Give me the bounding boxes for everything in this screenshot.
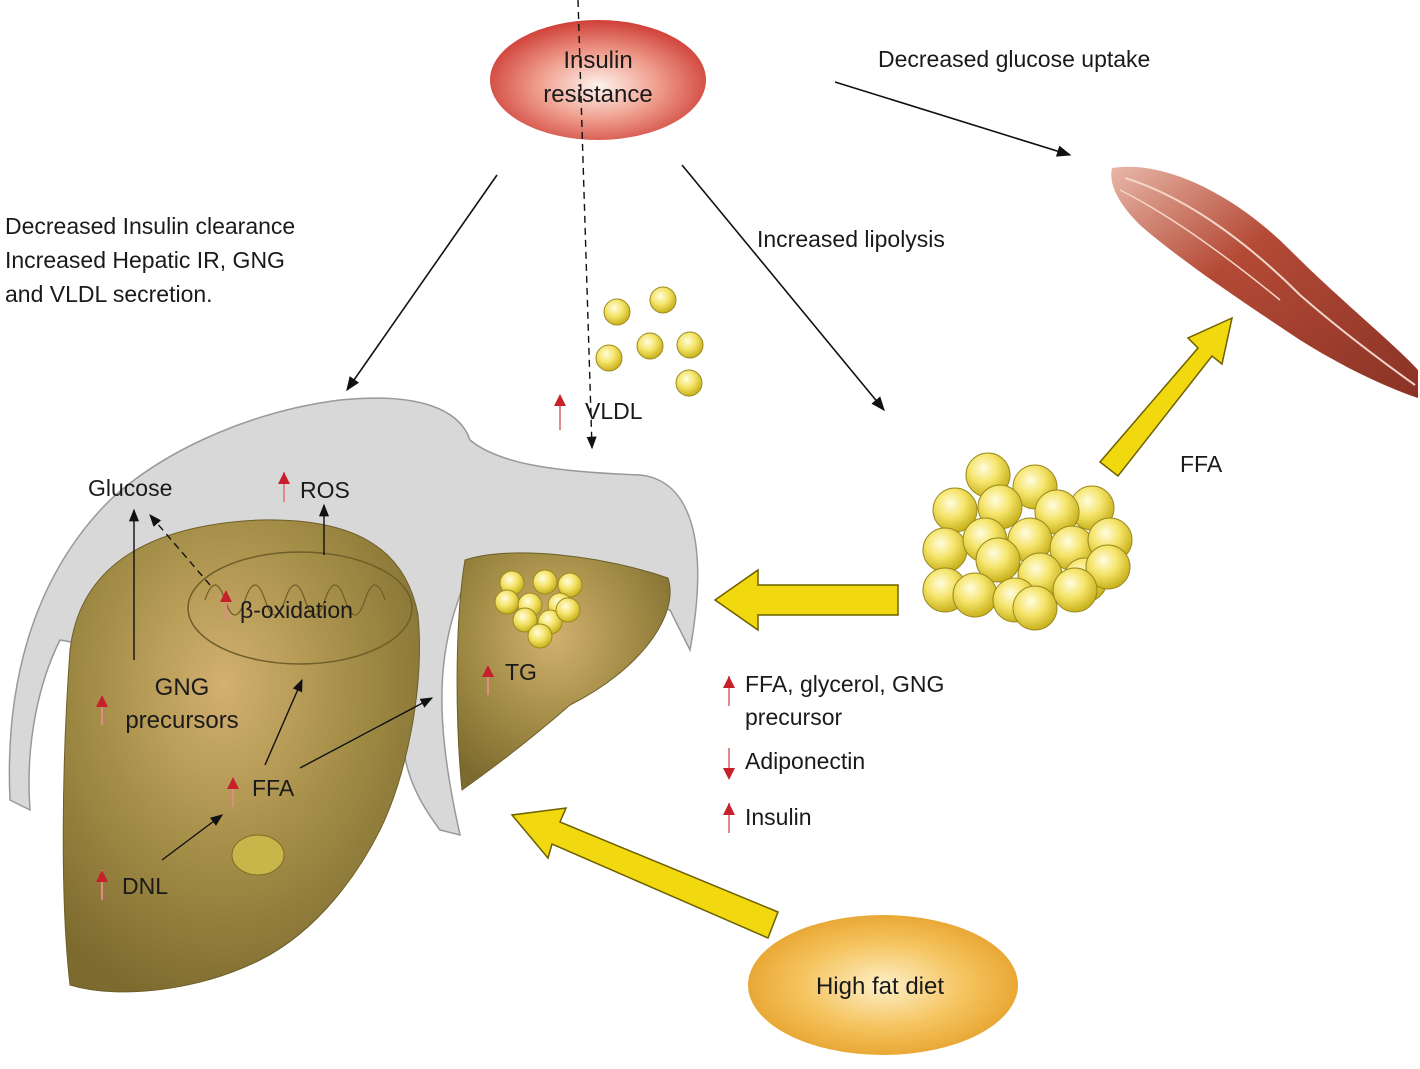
fat-droplet — [532, 569, 558, 595]
liver-fat-droplets — [494, 569, 583, 649]
dnl-label: DNL — [122, 873, 168, 899]
increased-lipolysis-label: Increased lipolysis — [757, 226, 945, 252]
hepatic-label-2: Increased Hepatic IR, GNG — [5, 247, 285, 273]
arrow-dnl-ffa — [161, 814, 224, 861]
gng-label-1: GNG — [155, 674, 210, 701]
fat-droplet — [512, 607, 538, 633]
insulin-resistance-node: Insulin resistance — [490, 20, 706, 140]
arrow-to-liver — [346, 174, 498, 392]
ffa-liver-label: FFA — [252, 775, 295, 801]
fat-droplet — [555, 597, 581, 623]
fat-droplet — [1085, 544, 1131, 590]
high-fat-diet-node: High fat diet — [748, 915, 1018, 1055]
vldl-increase-icon — [554, 394, 566, 430]
vldl-label: VLDL — [585, 398, 643, 424]
gng-label-2: precursors — [125, 707, 238, 734]
adipose-effect-ffa-line-2: precursor — [745, 704, 842, 730]
ros-label: ROS — [300, 477, 350, 503]
increase-arrow-icon — [227, 777, 239, 807]
increase-arrow-icon — [220, 590, 232, 620]
arrow-to-adipose — [681, 164, 885, 412]
arrow-ffa-tg — [299, 697, 434, 769]
increase-icons — [96, 472, 735, 900]
arrow-to-muscle — [834, 81, 1072, 157]
yellow-arrow-adipose-to-muscle — [1098, 316, 1234, 478]
hepatic-label-3: and VLDL secretion. — [5, 281, 213, 307]
fat-droplet — [1052, 567, 1098, 613]
yellow-arrow-diet-to-liver — [510, 807, 779, 940]
decreased-glucose-uptake-label: Decreased glucose uptake — [878, 46, 1150, 72]
adipose-effect-insulin: Insulin — [745, 804, 811, 830]
increase-arrow-icon — [723, 803, 735, 833]
fat-droplet — [1012, 585, 1058, 631]
increase-arrow-icon — [723, 676, 735, 706]
fat-droplet — [527, 623, 553, 649]
vldl-particles — [595, 286, 704, 397]
increase-arrow-icon — [278, 472, 290, 502]
hepatic-label-1: Decreased Insulin clearance — [5, 213, 295, 239]
glucose-label: Glucose — [88, 475, 172, 501]
increase-arrow-icon — [96, 695, 108, 725]
insulin-resistance-label-1: Insulin — [563, 47, 632, 74]
increase-arrow-icon — [482, 665, 494, 695]
decrease-arrow-icon — [723, 748, 735, 780]
arrow-boxidation-glucose — [149, 514, 211, 586]
adipose-tissue-cluster — [922, 452, 1133, 631]
yellow-arrow-adipose-to-liver — [713, 568, 899, 632]
tg-label: TG — [505, 659, 537, 685]
liver-illustration — [8, 397, 699, 993]
arrow-ffa-boxidation — [264, 678, 303, 766]
muscle-illustration — [1111, 166, 1418, 398]
fat-droplet — [922, 527, 968, 573]
beta-oxidation-label: β-oxidation — [240, 597, 353, 623]
high-fat-diet-label: High fat diet — [816, 973, 944, 1000]
fat-droplet — [494, 589, 520, 615]
adipose-effect-adiponectin: Adiponectin — [745, 748, 865, 774]
adipose-effect-ffa-line-1: FFA, glycerol, GNG — [745, 671, 944, 697]
fat-droplet — [975, 537, 1021, 583]
insulin-resistance-label-2: resistance — [543, 81, 652, 108]
arrow-tg-vldl — [577, 0, 597, 450]
ffa-muscle-label: FFA — [1180, 451, 1223, 477]
fat-droplet — [952, 572, 998, 618]
fat-droplet — [557, 572, 583, 598]
increase-arrow-icon — [96, 870, 108, 900]
